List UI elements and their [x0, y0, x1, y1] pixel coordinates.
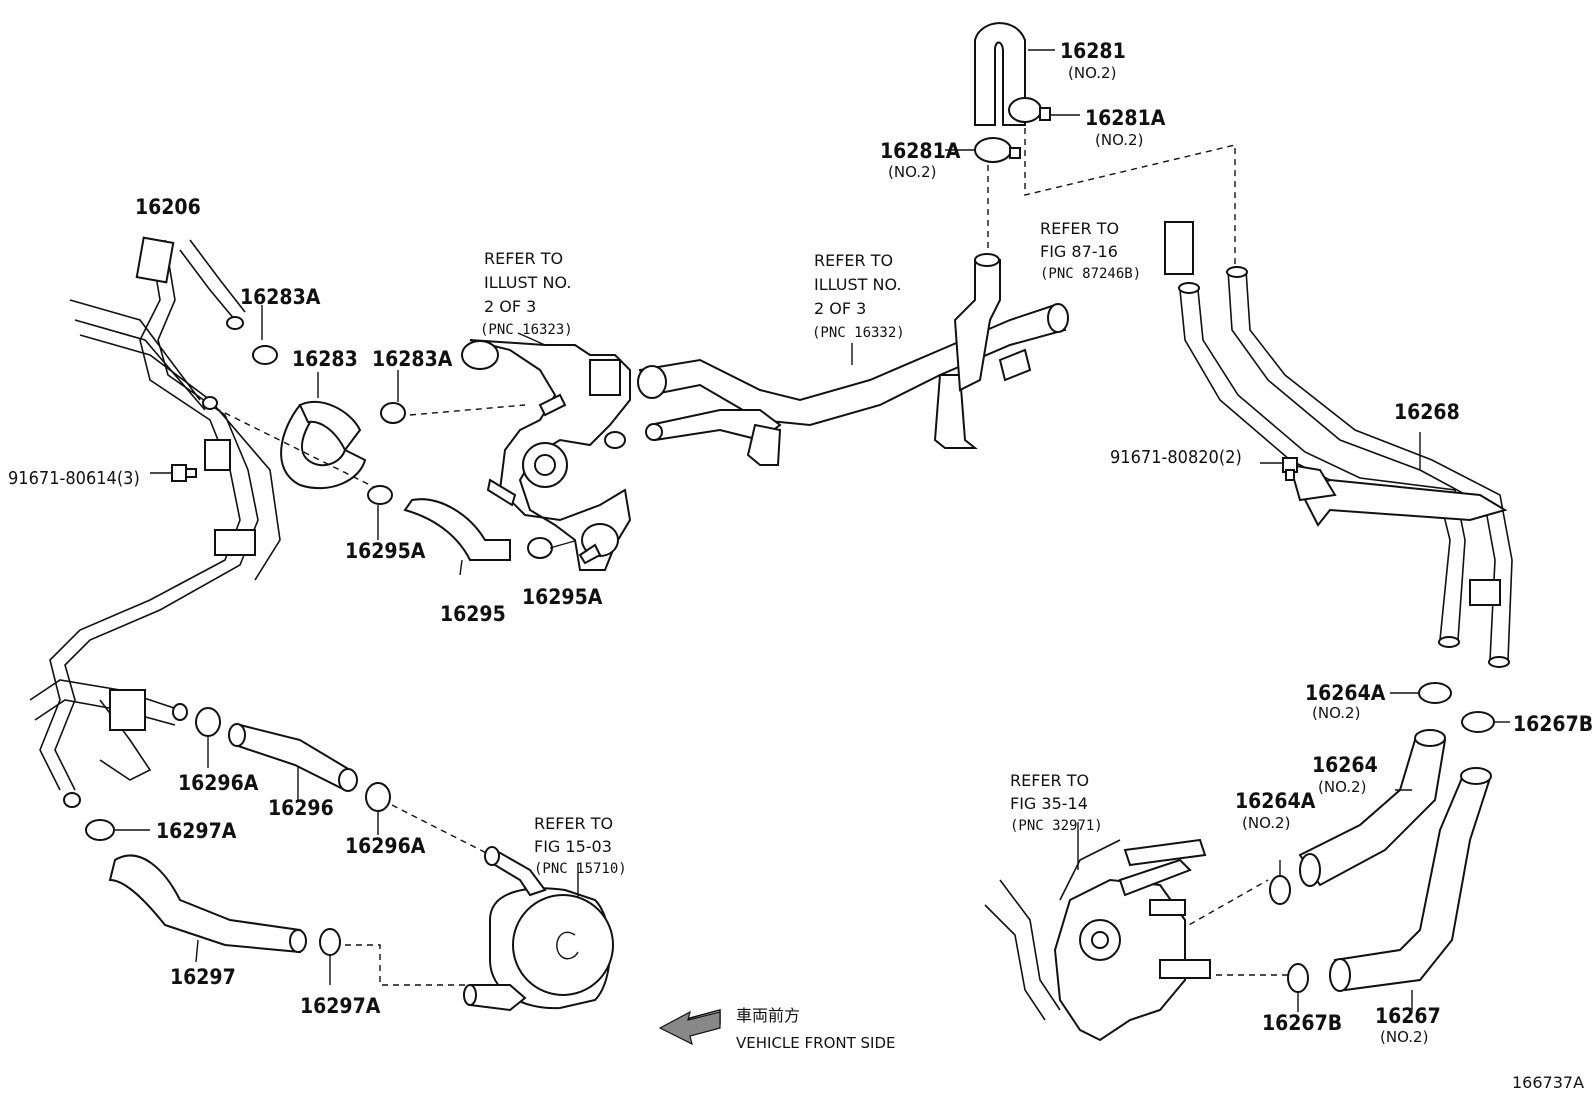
label-16296A-2: 16296A [345, 834, 426, 858]
ref-line: 2 OF 3 [814, 299, 866, 318]
label-16296A-1: 16296A [178, 771, 259, 795]
label-16295A-1: 16295A [345, 539, 426, 563]
hose-87246B-icon [1164, 221, 1194, 275]
bolt-icon [1260, 457, 1298, 481]
water-pipe-16332-icon [637, 253, 1069, 466]
clamp-16283A-2-icon [380, 370, 406, 424]
ref-line: FIG 15-03 [534, 837, 612, 856]
label-16267B-1: 16267B [1513, 712, 1592, 736]
label-16267B-2: 16267B [1262, 1011, 1342, 1035]
label-91671-80614: 91671-80614(3) [8, 468, 140, 489]
direction-jp: 車両前方 [736, 1006, 800, 1025]
label-16295A-2: 16295A [522, 585, 603, 609]
hose-16267-icon [1329, 767, 1492, 1010]
pipe-assembly-16268 [1178, 266, 1513, 668]
clamp-16295A-2-icon [527, 537, 579, 559]
label-16297A-1: 16297A [156, 819, 237, 843]
clamp-16295A-1-icon [367, 485, 393, 540]
reference-pnc-87246B: REFER TO FIG 87-16 (PNC 87246B) [1040, 219, 1141, 282]
hose-16281-icon [974, 22, 1055, 126]
hose-16297-icon [108, 854, 307, 963]
label-16206: 16206 [135, 195, 201, 219]
reference-pnc-16323: REFER TO ILLUST NO. 2 OF 3 (PNC 16323) [480, 249, 573, 338]
label-16297: 16297 [170, 965, 236, 989]
ref-line: FIG 35-14 [1010, 794, 1088, 813]
label-16296: 16296 [268, 796, 334, 820]
clamp-16296A-1-icon [195, 707, 221, 768]
label-16297A-2: 16297A [300, 994, 381, 1018]
ref-pnc: (PNC 87246B) [1040, 266, 1141, 282]
label-16264: 16264 [1312, 753, 1378, 777]
ref-pnc: (PNC 15710) [534, 861, 627, 877]
qualifier-16264A-2: (NO.2) [1242, 814, 1290, 832]
figure-id: 166737A [1512, 1073, 1584, 1092]
hose-16295-icon [403, 498, 511, 576]
ref-line: REFER TO [1010, 771, 1089, 790]
clamp-16281A-1-icon [1008, 97, 1080, 123]
direction-en: VEHICLE FRONT SIDE [736, 1034, 896, 1052]
hose-16296-icon [228, 723, 358, 800]
thermostat-housing-icon [461, 339, 632, 571]
clamp-16264A-1-icon [1390, 682, 1452, 704]
qualifier-16281A-2: (NO.2) [888, 163, 936, 181]
clamp-16297A-1-icon [85, 819, 150, 841]
qualifier-16267: (NO.2) [1380, 1028, 1428, 1046]
qualifier-16281A-1: (NO.2) [1095, 131, 1143, 149]
ref-line: ILLUST NO. [484, 273, 571, 292]
pipe-assembly-16206 [29, 236, 281, 808]
ref-line: FIG 87-16 [1040, 242, 1118, 261]
ref-pnc: (PNC 32971) [1010, 818, 1103, 834]
clamp-16281A-2-icon [945, 137, 1021, 163]
bolt-icon [150, 464, 197, 482]
ref-line: 2 OF 3 [484, 297, 536, 316]
ref-line: REFER TO [534, 814, 613, 833]
hose-16283-icon [280, 372, 367, 490]
label-91671-80820: 91671-80820(2) [1110, 447, 1242, 468]
label-16283: 16283 [292, 347, 358, 371]
reference-pnc-32971: REFER TO FIG 35-14 (PNC 32971) [1010, 771, 1103, 834]
qualifier-16281: (NO.2) [1068, 64, 1116, 82]
label-16281: 16281 [1060, 39, 1126, 63]
hose-16264-icon [1298, 729, 1447, 887]
label-16264A-2: 16264A [1235, 789, 1316, 813]
ref-line: REFER TO [1040, 219, 1119, 238]
reference-pnc-15710: REFER TO FIG 15-03 (PNC 15710) [534, 814, 627, 877]
label-16281A-2: 16281A [880, 139, 961, 163]
ref-line: REFER TO [814, 251, 893, 270]
ref-pnc: (PNC 16323) [480, 322, 573, 338]
clamp-16297A-2-icon [319, 928, 341, 985]
qualifier-16264: (NO.2) [1318, 778, 1366, 796]
clamp-16283A-1-icon [252, 305, 278, 365]
vehicle-front-arrow-icon [658, 1009, 721, 1046]
clamp-16267B-2-icon [1287, 963, 1309, 1012]
label-16283A-1: 16283A [240, 285, 321, 309]
oil-cooler-icon [463, 846, 614, 1012]
qualifier-16264A-1: (NO.2) [1312, 704, 1360, 722]
clamp-16264A-2-icon [1269, 860, 1291, 905]
label-16268: 16268 [1394, 400, 1460, 424]
label-16264A-1: 16264A [1305, 681, 1386, 705]
clamp-16296A-2-icon [365, 782, 391, 835]
reference-pnc-16332: REFER TO ILLUST NO. 2 OF 3 (PNC 16332) [812, 251, 905, 341]
label-16267: 16267 [1375, 1004, 1441, 1028]
throttle-device-icon [984, 838, 1211, 1042]
clamp-16267B-1-icon [1461, 711, 1510, 733]
label-16281A-1: 16281A [1085, 106, 1166, 130]
label-16295: 16295 [440, 602, 506, 626]
ref-pnc: (PNC 16332) [812, 325, 905, 341]
label-16283A-2: 16283A [372, 347, 453, 371]
ref-line: REFER TO [484, 249, 563, 268]
ref-line: ILLUST NO. [814, 275, 901, 294]
